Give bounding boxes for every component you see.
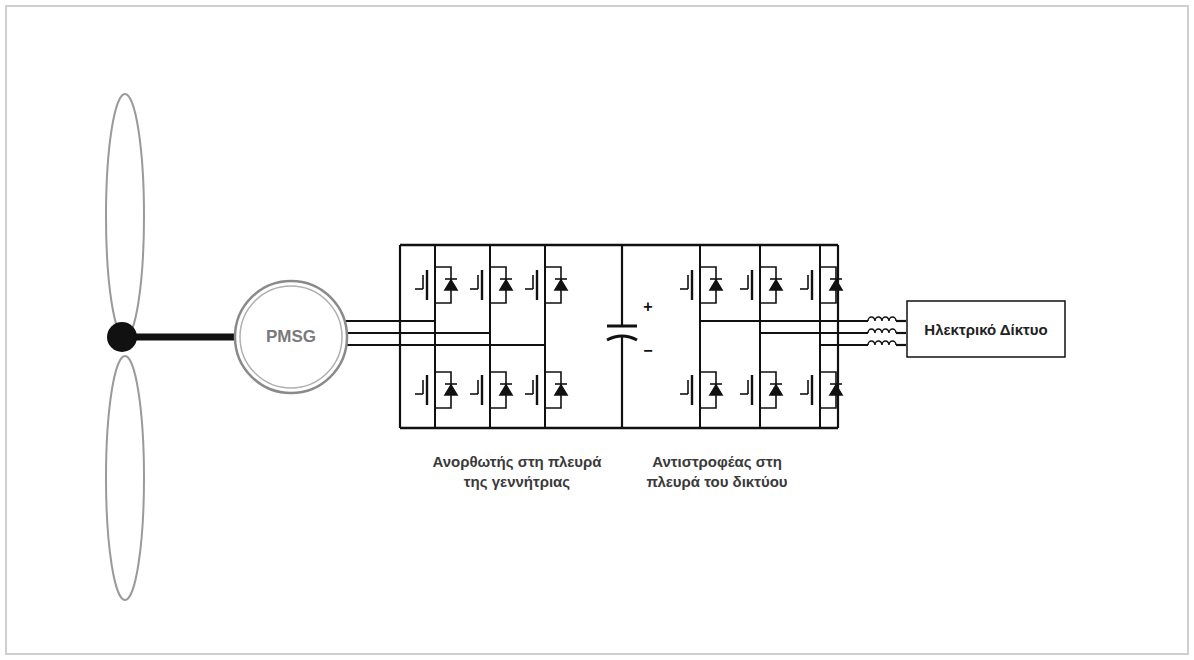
node-text: Ηλεκτρικό Δίκτυο <box>924 321 1047 338</box>
igbt-switches <box>400 245 842 428</box>
turbine <box>106 94 234 600</box>
inductor-symbols <box>868 317 896 345</box>
polarity-sign: + <box>640 296 656 318</box>
blade <box>106 356 144 600</box>
capacitor-symbol <box>607 245 637 428</box>
grid-box: Ηλεκτρικό Δίκτυο <box>906 300 1066 358</box>
hub <box>107 322 137 352</box>
generator-circle: PMSG <box>233 279 349 395</box>
blade <box>106 94 144 338</box>
grid-wires <box>700 321 906 345</box>
polarity-sign: − <box>640 340 656 362</box>
frame <box>6 6 1188 654</box>
converter-caption: Ανορθωτής στη πλευρά της γεννήτριας <box>432 452 602 493</box>
dc-bus <box>400 245 838 428</box>
shaft <box>125 334 234 341</box>
converter-caption: Αντιστροφέας στη πλευρά του δικτύου <box>632 452 802 493</box>
node-text: PMSG <box>266 327 316 347</box>
generator-wires <box>346 321 545 345</box>
